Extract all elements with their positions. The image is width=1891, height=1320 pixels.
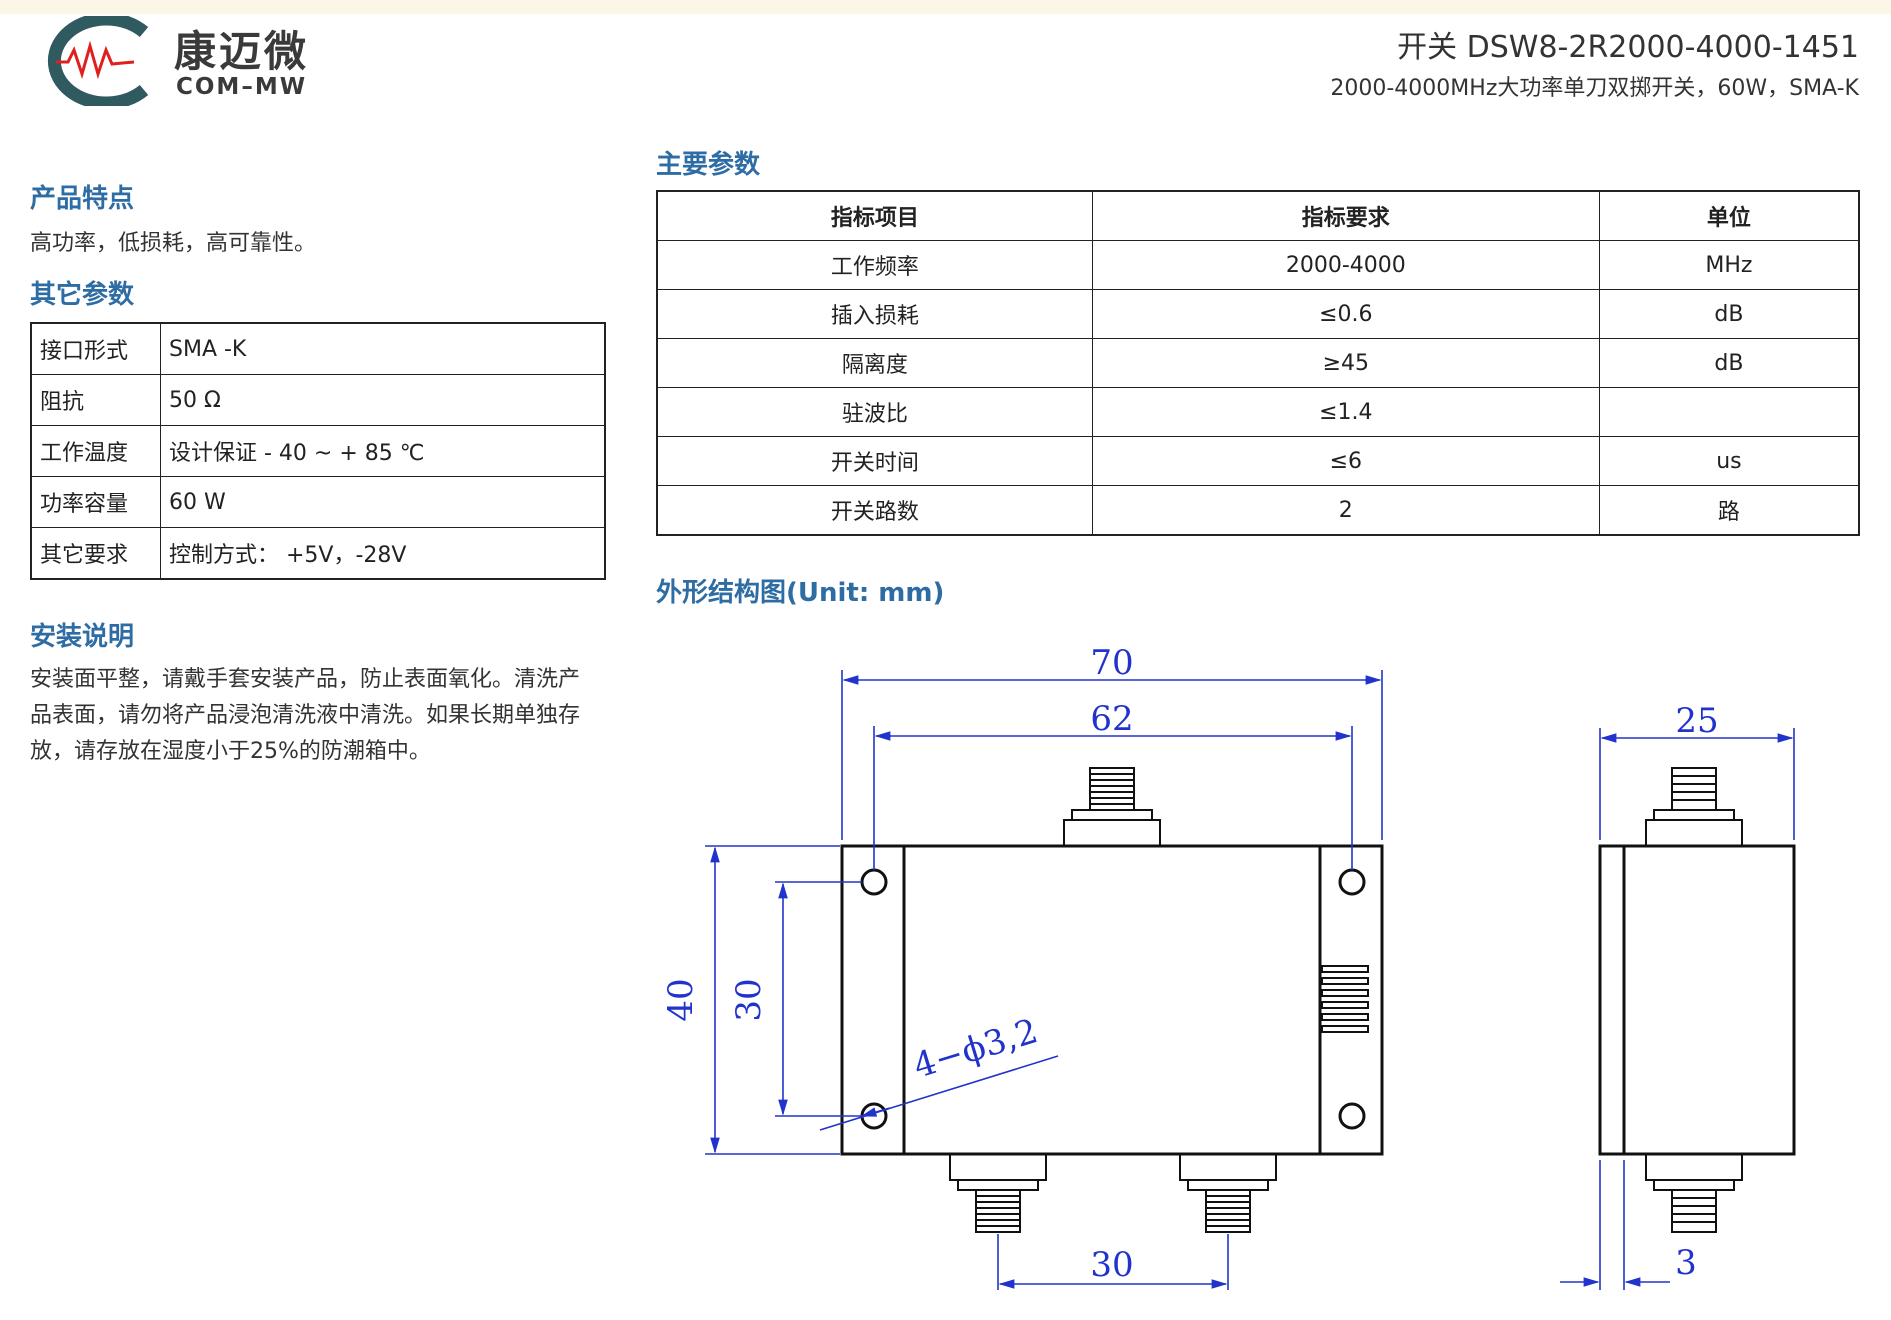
features-text: 高功率，低损耗，高可靠性。	[30, 231, 317, 256]
cell-spec: ≥45	[1091, 338, 1600, 388]
dim-port-spacing: 30	[1090, 1245, 1133, 1285]
dim-height-holes: 30	[729, 978, 769, 1021]
install-line: 安装面平整，请戴手套安装产品，防止表面氧化。清洗产	[30, 667, 581, 692]
param-value: 50 Ω	[160, 374, 606, 426]
hole-note: 4−ϕ3,2	[909, 1011, 1043, 1086]
logo-mark-icon	[47, 16, 149, 106]
vent-slots	[1321, 965, 1369, 1033]
dim-width-holes: 62	[1090, 699, 1133, 739]
dim-flange: 3	[1675, 1243, 1697, 1283]
cell-item: 驻波比	[656, 387, 1093, 437]
cell-item: 隔离度	[656, 338, 1093, 388]
other-params-heading: 其它参数	[30, 280, 135, 310]
sma-connector-bottom-right-icon	[1179, 1153, 1277, 1233]
brand-name-en: COM–MW	[176, 74, 308, 100]
sma-connector-top-icon	[1063, 767, 1161, 847]
cell-item: 插入损耗	[656, 289, 1093, 339]
cell-unit: dB	[1598, 289, 1860, 339]
cell-unit: dB	[1598, 338, 1860, 388]
param-key: 功率容量	[30, 476, 161, 528]
brand-name-cn: 康迈微	[174, 27, 310, 76]
param-value: SMA -K	[160, 322, 606, 375]
cell-spec: ≤0.6	[1091, 289, 1600, 339]
install-text: 安装面平整，请戴手套安装产品，防止表面氧化。清洗产 品表面，请勿将产品浸泡清洗液…	[30, 662, 580, 770]
column-header: 单位	[1598, 190, 1860, 241]
cell-item: 开关路数	[656, 485, 1093, 536]
cell-item: 工作频率	[656, 240, 1093, 290]
param-key: 工作温度	[30, 425, 161, 477]
drawing-heading: 外形结构图(Unit: mm)	[656, 578, 945, 608]
param-value: 设计保证 - 40 ~ + 85 ℃	[160, 425, 606, 477]
top-bar	[0, 0, 1891, 14]
param-value: 控制方式： +5V，-28V	[160, 527, 606, 580]
param-key: 接口形式	[30, 322, 161, 375]
install-line: 放，请存放在湿度小于25%的防潮箱中。	[30, 739, 431, 764]
cell-spec: ≤1.4	[1091, 387, 1600, 437]
cell-spec: ≤6	[1091, 436, 1600, 486]
cell-unit: 路	[1598, 485, 1860, 536]
main-params-heading: 主要参数	[656, 150, 761, 180]
company-logo[interactable]: 康迈微 COM–MW	[26, 16, 326, 106]
dim-depth: 25	[1675, 701, 1718, 741]
column-header: 指标要求	[1091, 190, 1600, 241]
column-header: 指标项目	[656, 190, 1093, 241]
sma-connector-side-top-icon	[1645, 767, 1743, 847]
product-title: 开关 DSW8-2R2000-4000-1451	[1397, 30, 1859, 65]
cell-spec: 2000-4000	[1091, 240, 1600, 290]
dim-width-total: 70	[1090, 643, 1133, 683]
install-line: 品表面，请勿将产品浸泡清洗液中清洗。如果长期单独存	[30, 703, 581, 728]
cell-unit: us	[1598, 436, 1860, 486]
product-subtitle: 2000-4000MHz大功率单刀双掷开关，60W，SMA-K	[1330, 76, 1859, 101]
install-heading: 安装说明	[30, 622, 135, 652]
cell-unit: MHz	[1598, 240, 1860, 290]
outline-drawing: 70 62 40 30 30 25 3 4−ϕ3,2	[661, 643, 1796, 1290]
table-header-row: 指标项目 指标要求 单位	[656, 190, 1860, 241]
cell-unit	[1598, 387, 1860, 437]
param-key: 其它要求	[30, 527, 161, 580]
dim-height-total: 40	[661, 978, 701, 1021]
table-row: 驻波比≤1.4	[656, 387, 1860, 437]
table-row: 工作温度设计保证 - 40 ~ + 85 ℃	[30, 425, 606, 477]
side-view	[1598, 767, 1796, 1233]
dimension-lines	[705, 670, 1795, 1290]
cell-spec: 2	[1091, 485, 1600, 536]
front-view	[840, 767, 1384, 1233]
param-value: 60 W	[160, 476, 606, 528]
table-row: 其它要求控制方式： +5V，-28V	[30, 527, 606, 580]
dimension-labels: 70 62 40 30 30 25 3 4−ϕ3,2	[661, 643, 1719, 1285]
sma-connector-side-bottom-icon	[1645, 1153, 1743, 1233]
features-heading: 产品特点	[30, 184, 135, 214]
sma-connector-bottom-left-icon	[949, 1153, 1047, 1233]
param-key: 阻抗	[30, 374, 161, 426]
cell-item: 开关时间	[656, 436, 1093, 486]
